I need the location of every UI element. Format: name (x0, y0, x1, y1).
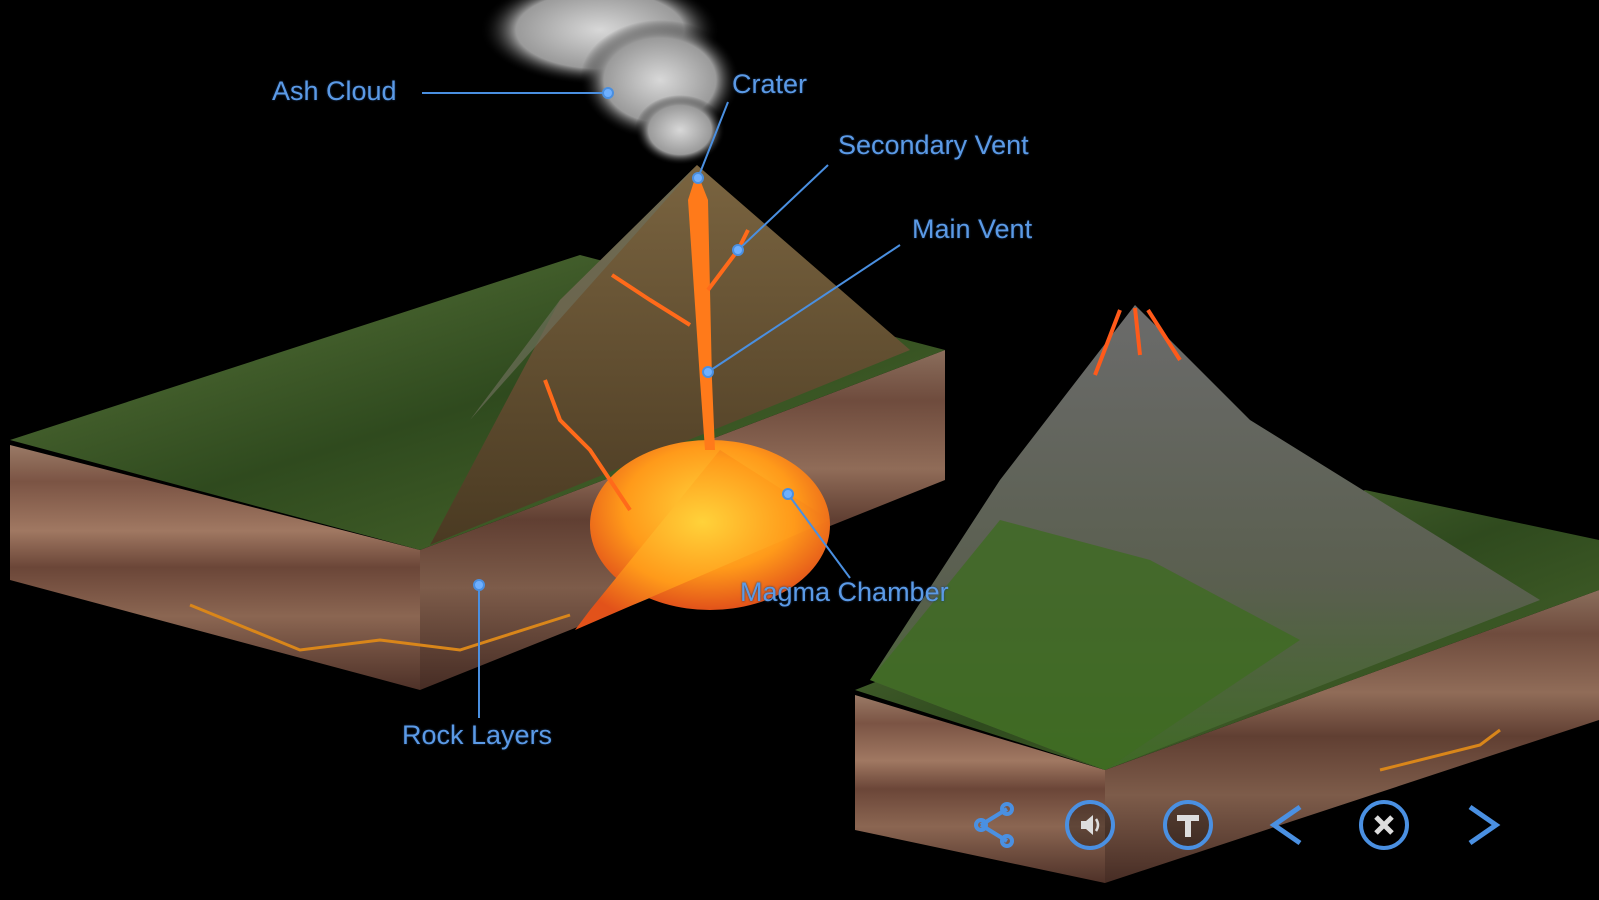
next-button[interactable] (1454, 797, 1510, 853)
exterior-volcano (855, 305, 1599, 883)
speaker-icon (1065, 800, 1115, 850)
close-icon (1359, 800, 1409, 850)
share-button[interactable] (967, 797, 1023, 853)
label-secondary-vent: Secondary Vent (838, 130, 1029, 160)
cutaway-volcano (10, 165, 945, 690)
label-main-vent: Main Vent (912, 214, 1033, 244)
leader-lines (422, 87, 901, 718)
label-crater: Crater (732, 69, 808, 99)
previous-button[interactable] (1260, 797, 1316, 853)
close-button[interactable] (1356, 797, 1412, 853)
share-icon (974, 802, 1014, 848)
text-button[interactable] (1160, 797, 1216, 853)
text-icon (1163, 800, 1213, 850)
label-ash-cloud: Ash Cloud (272, 76, 397, 106)
ash-cloud-smoke (480, 0, 740, 165)
chevron-right-icon (1468, 804, 1501, 846)
sound-button[interactable] (1062, 797, 1118, 853)
label-magma-chamber: Magma Chamber (740, 577, 949, 607)
chevron-left-icon (1269, 804, 1302, 846)
label-rock-layers: Rock Layers (402, 720, 553, 750)
